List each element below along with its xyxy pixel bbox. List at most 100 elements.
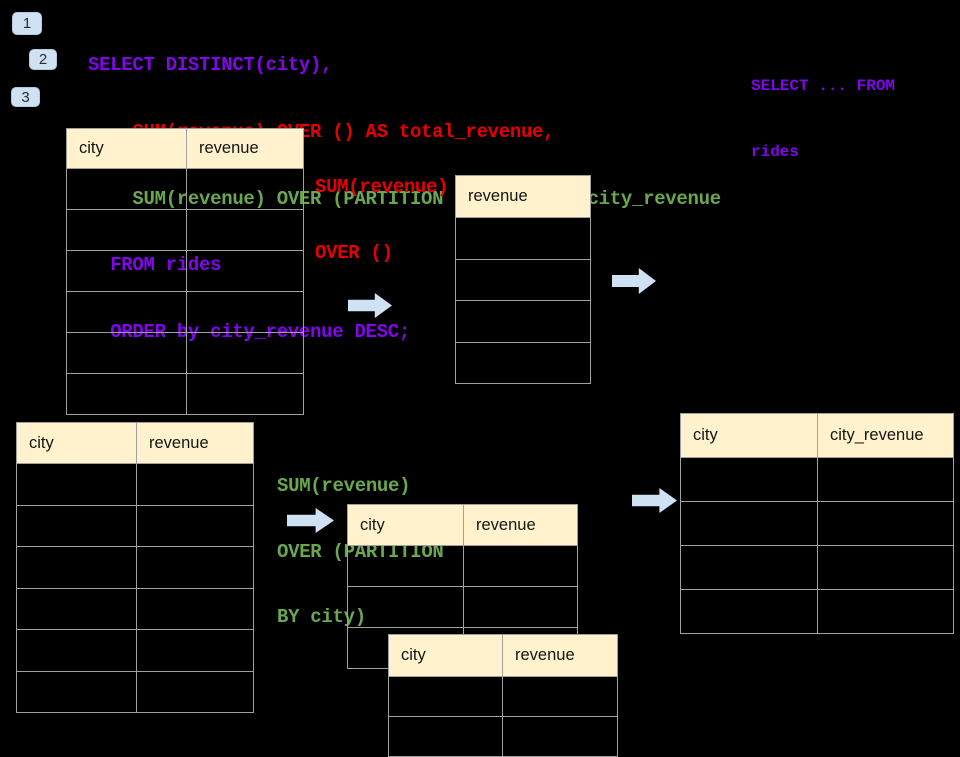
- column-header-city: city: [388, 634, 503, 677]
- empty-cell: [680, 545, 818, 590]
- table-header: city revenue: [66, 128, 304, 169]
- empty-cell: [347, 586, 464, 628]
- table-body: [680, 457, 954, 634]
- step-badge-label: 2: [38, 51, 48, 68]
- table-partition-group-2: city revenue: [388, 634, 618, 757]
- table-row: [66, 250, 304, 292]
- empty-cell: [455, 300, 591, 343]
- arrow-right-icon: [612, 268, 656, 294]
- table-row: [455, 258, 591, 301]
- column-header-revenue: revenue: [136, 422, 254, 464]
- empty-cell: [136, 546, 254, 589]
- table-row: [347, 586, 578, 628]
- table-row: [455, 300, 591, 343]
- empty-cell: [817, 589, 954, 634]
- empty-cell: [66, 209, 187, 251]
- table-row: [347, 545, 578, 587]
- annotation-line: SUM(revenue): [315, 176, 449, 199]
- column-header-revenue: revenue: [502, 634, 618, 677]
- empty-cell: [16, 629, 137, 672]
- table-row: [16, 629, 254, 672]
- empty-cell: [502, 676, 618, 717]
- annotation-line: OVER (): [315, 241, 393, 264]
- empty-cell: [186, 250, 304, 292]
- table-row: [680, 501, 954, 546]
- table-row: [16, 587, 254, 630]
- empty-cell: [186, 373, 304, 415]
- table-row: [16, 504, 254, 547]
- empty-cell: [455, 217, 591, 260]
- column-header-revenue: revenue: [455, 175, 591, 218]
- empty-cell: [817, 501, 954, 546]
- note-line: SELECT ... FROM: [751, 77, 896, 96]
- empty-cell: [136, 463, 254, 506]
- empty-cell: [186, 332, 304, 374]
- empty-cell: [16, 587, 137, 630]
- step-badge-label: 3: [21, 88, 30, 106]
- column-header-revenue: revenue: [186, 128, 304, 169]
- empty-cell: [186, 209, 304, 251]
- header-row: city revenue: [347, 504, 578, 546]
- column-header-city: city: [66, 128, 187, 169]
- table-row: [455, 341, 591, 384]
- table-row: [680, 589, 954, 634]
- step-badge-3: 3: [11, 87, 40, 107]
- table-body: [16, 463, 254, 713]
- table-row: [388, 716, 618, 757]
- table-header: city revenue: [16, 422, 254, 464]
- empty-cell: [186, 168, 304, 210]
- empty-cell: [136, 587, 254, 630]
- table-body: [388, 676, 618, 757]
- column-header-city: city: [680, 413, 818, 458]
- empty-cell: [463, 586, 578, 628]
- table-row: [16, 546, 254, 589]
- table-source-top: city revenue: [66, 128, 304, 415]
- table-row: [16, 670, 254, 713]
- annotation-line: SUM(revenue): [277, 475, 411, 498]
- step-badge-label: 1: [22, 15, 32, 32]
- table-row: [66, 209, 304, 251]
- empty-cell: [680, 501, 818, 546]
- header-row: city city_revenue: [680, 413, 954, 458]
- empty-cell: [16, 670, 137, 713]
- table-source-bottom: city revenue: [16, 422, 254, 713]
- step-badge-2: 2: [29, 49, 57, 70]
- table-row: [16, 463, 254, 506]
- table-body: [455, 217, 591, 384]
- empty-cell: [136, 629, 254, 672]
- table-header: city revenue: [347, 504, 578, 546]
- table-row: [66, 168, 304, 210]
- table-header: city city_revenue: [680, 413, 954, 458]
- empty-cell: [66, 168, 187, 210]
- empty-cell: [680, 457, 818, 502]
- empty-cell: [16, 463, 137, 506]
- table-header: revenue: [455, 175, 591, 218]
- empty-cell: [66, 291, 187, 333]
- note-line: rides: [751, 142, 800, 161]
- slide-canvas: { "badges": { "b1": "1", "b2": "2", "b3"…: [11, 12, 954, 757]
- empty-cell: [817, 545, 954, 590]
- column-header-city-revenue: city_revenue: [817, 413, 954, 458]
- empty-cell: [136, 504, 254, 547]
- arrow-right-icon: [287, 508, 334, 533]
- empty-cell: [66, 373, 187, 415]
- table-row: [66, 373, 304, 415]
- arrow-right-icon: [632, 488, 677, 513]
- arrow-right-icon: [348, 293, 392, 318]
- sql-line-select: SELECT DISTINCT(city),: [88, 54, 333, 77]
- empty-cell: [455, 258, 591, 301]
- empty-cell: [347, 545, 464, 587]
- header-row: city revenue: [16, 422, 254, 464]
- empty-cell: [817, 457, 954, 502]
- empty-cell: [16, 504, 137, 547]
- table-header: city revenue: [388, 634, 618, 677]
- table-total-revenue-result: revenue: [455, 175, 591, 384]
- column-header-city: city: [347, 504, 464, 546]
- empty-cell: [680, 589, 818, 634]
- table-row: [388, 676, 618, 717]
- table-city-revenue-result: city city_revenue: [680, 413, 954, 634]
- table-row: [66, 291, 304, 333]
- header-row: city revenue: [66, 128, 304, 169]
- table-row: [680, 457, 954, 502]
- empty-cell: [136, 670, 254, 713]
